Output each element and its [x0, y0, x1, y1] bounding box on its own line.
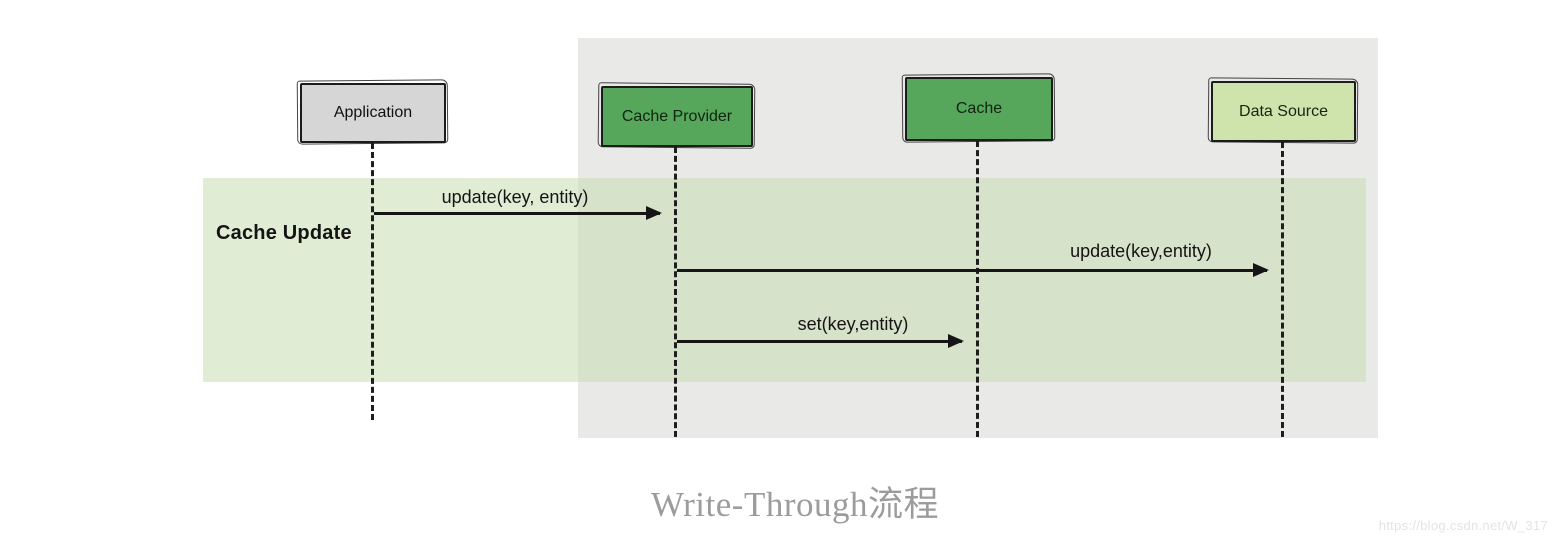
diagram-caption: Write-Through流程	[651, 485, 939, 524]
lifeline-cache-provider	[674, 147, 677, 437]
cache-update-band	[203, 178, 1366, 382]
message-label-update-app-to-provider: update(key, entity)	[441, 187, 589, 207]
arrow-set-provider-to-cache	[677, 334, 964, 348]
actor-data-source: Data Source	[1211, 81, 1356, 142]
lifeline-cache	[976, 141, 979, 437]
actor-cache-label: Cache	[955, 100, 1003, 117]
message-label-set-provider-to-cache: set(key,entity)	[797, 314, 909, 334]
actor-cache: Cache	[905, 77, 1053, 141]
actor-application: Application	[300, 83, 446, 143]
lifeline-data-source	[1281, 142, 1284, 437]
arrow-update-provider-to-datasource	[677, 263, 1269, 277]
actor-data-source-label: Data Source	[1239, 102, 1328, 120]
actor-application-label: Application	[333, 104, 413, 121]
actor-cache-provider: Cache Provider	[601, 86, 753, 147]
message-label-update-provider-to-datasource: update(key,entity)	[1070, 241, 1212, 261]
band-label-cache-update: Cache Update	[216, 222, 352, 244]
arrow-update-app-to-provider	[374, 206, 662, 220]
watermark-url: https://blog.csdn.net/W_317	[1378, 518, 1548, 533]
lifeline-application	[371, 143, 374, 420]
actor-cache-provider-label: Cache Provider	[621, 107, 733, 125]
